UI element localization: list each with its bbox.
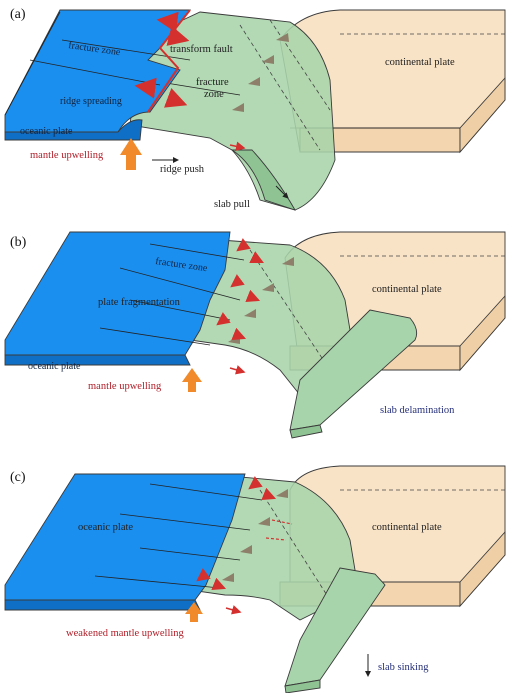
label-mantle-upwelling-b: mantle upwelling [88,381,162,392]
label-oceanic-plate-c: oceanic plate [78,522,133,533]
mantle-upwelling-arrow-b [182,368,202,392]
label-mantle-upwelling-a: mantle upwelling [30,150,104,161]
label-fracture-a2a: fracture [196,77,229,88]
panel-b: (b) fracture zone plate fragmentation oc… [4,231,506,439]
panel-a: (a) fracture zone transform fault fractu… [4,7,506,211]
slab-a [129,11,336,211]
label-ridge-spreading: ridge spreading [60,96,122,107]
label-oceanic-plate-a: oceanic plate [20,126,73,137]
mantle-upwelling-arrow-c [185,602,203,622]
oceanic-plate-block-a [4,9,191,141]
label-slab-pull: slab pull [214,199,250,210]
label-transform-fault: transform fault [170,44,233,55]
label-continental-plate-b: continental plate [372,284,442,295]
label-ridge-push: ridge push [160,164,205,175]
panel-tag-c: (c) [10,470,26,485]
oceanic-plate-block-c [4,473,263,611]
delaminated-slab-b [289,309,418,439]
label-continental-plate-a: continental plate [385,57,455,68]
label-weakened-mantle-upwelling: weakened mantle upwelling [66,628,185,639]
fragment-arrows-b [216,238,264,375]
volcano-row-a [232,33,289,112]
label-fracture-a2b: zone [204,89,224,100]
slab-pull-arrow [275,185,289,199]
panel-c: (c) oceanic plate continental plate weak… [4,465,506,693]
label-oceanic-plate-b: oceanic plate [28,361,81,372]
panel-tag-a: (a) [10,7,26,22]
label-slab-delamination: slab delamination [380,405,455,416]
oceanic-plate-block-b [4,231,245,366]
label-continental-plate-c: continental plate [372,522,442,533]
spreading-arrows-a [134,11,246,152]
sinking-slab-c [284,567,386,693]
volcano-row-c [222,489,288,582]
label-slab-sinking: slab sinking [378,662,429,673]
fragment-arrows-c [196,476,293,615]
mantle-upwelling-arrow-a [120,138,142,170]
panel-tag-b: (b) [10,235,27,250]
label-plate-fragmentation: plate fragmentation [98,297,181,308]
